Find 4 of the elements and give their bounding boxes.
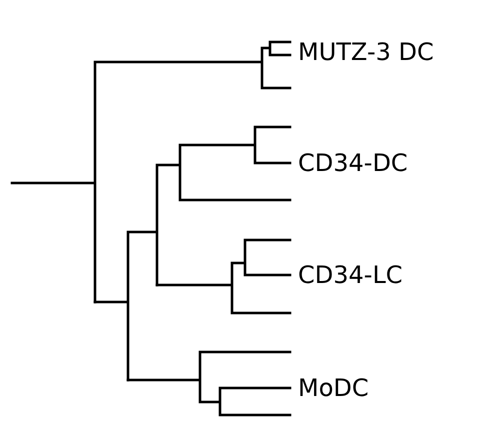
leaf-label: MUTZ-3 DC: [298, 38, 434, 66]
leaf-label: CD34-LC: [298, 261, 403, 289]
leaf-label: CD34-DC: [298, 149, 408, 177]
leaf-label: MoDC: [298, 374, 369, 402]
